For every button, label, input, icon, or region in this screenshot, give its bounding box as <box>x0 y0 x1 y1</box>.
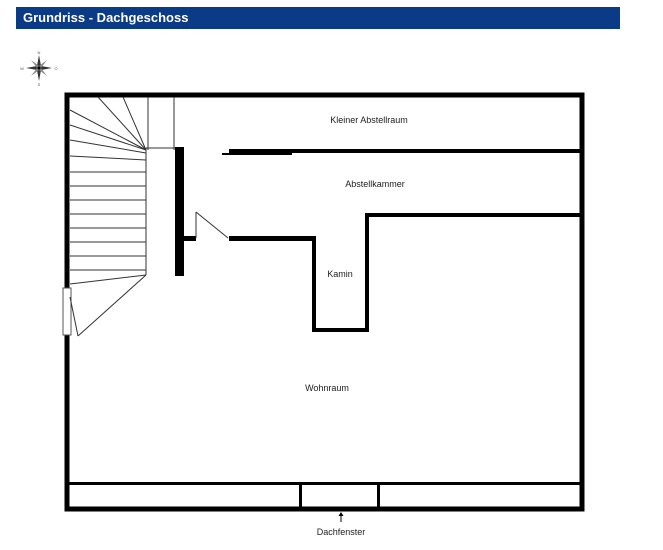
door-swing <box>195 211 229 239</box>
stair-wall-stub <box>184 236 196 241</box>
window-label: Dachfenster <box>317 527 366 537</box>
outer-wall <box>64 92 585 512</box>
compass-north-label: N <box>38 50 41 55</box>
arrow-up-icon <box>338 512 344 522</box>
compass-rose-icon: N S O W <box>20 50 57 87</box>
room-label-abstellkammer: Abstellkammer <box>345 179 405 189</box>
room-label-kleiner-abstellraum: Kleiner Abstellraum <box>330 115 408 125</box>
wall-abstellraum-opening <box>222 153 292 155</box>
wall-kamin <box>229 213 582 332</box>
wall-abstellraum <box>229 149 582 153</box>
page-title: Grundriss - Dachgeschoss <box>23 10 189 25</box>
compass-south-label: S <box>38 82 41 87</box>
stair-wall <box>175 147 184 276</box>
compass-east-label: O <box>54 66 57 71</box>
header-bar: Grundriss - Dachgeschoss <box>16 7 620 29</box>
staircase <box>69 96 176 337</box>
window-band <box>67 482 582 509</box>
side-window <box>62 287 72 336</box>
compass-west-label: W <box>20 66 24 71</box>
room-label-wohnraum: Wohnraum <box>305 383 349 393</box>
room-label-kamin: Kamin <box>327 269 353 279</box>
